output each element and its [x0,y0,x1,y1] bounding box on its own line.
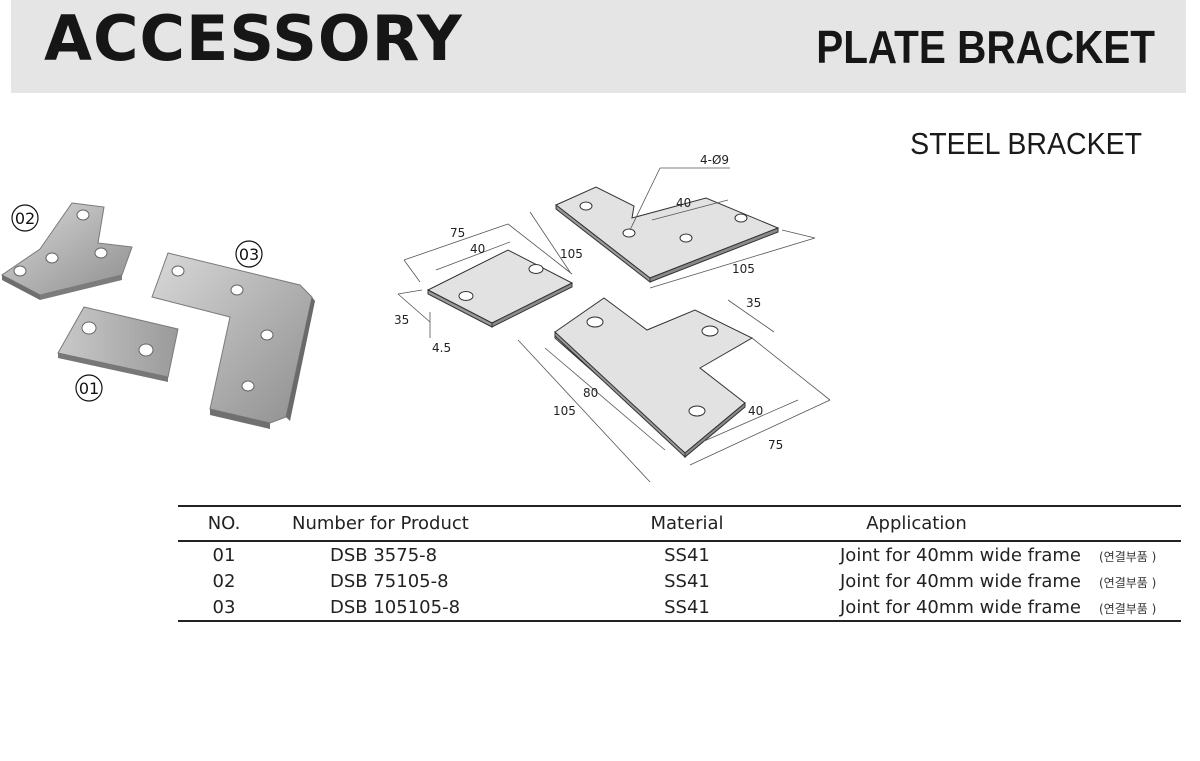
dim-a-75: 75 [450,226,465,240]
photo-label-01: 01 [79,379,99,398]
cell-no: 01 [212,544,236,566]
dim-c-80: 80 [583,386,598,400]
application-text: Joint for 40mm wide frame [840,570,1081,592]
application-text: Joint for 40mm wide frame [840,544,1081,566]
header-product: Number for Product [292,513,469,534]
dim-holes: 4-Ø9 [700,153,729,167]
table-header-row: NO. Number for Product Material Applicat… [178,506,1181,541]
photo-label-02: 02 [15,209,35,228]
table-row: 02 DSB 75105-8 SS41 Joint for 40mm wide … [178,568,1181,594]
dim-c-75: 75 [768,438,783,452]
header-no: NO. [207,513,241,534]
drawing-bracket-01 [426,249,574,328]
dim-c-35: 35 [746,296,761,310]
bracket-02 [1,202,133,300]
cell-application: Joint for 40mm wide frame (연결부품 ) [752,568,1181,594]
header-material: Material [650,513,724,534]
bracket-01 [57,306,179,382]
dim-b-105: 105 [732,262,755,276]
bracket-03 [151,252,315,429]
cell-application: Joint for 40mm wide frame (연결부품 ) [752,541,1181,568]
cell-product: DSB 75105-8 [330,570,449,592]
cell-no: 02 [212,570,236,592]
drawing-bracket-03 [554,297,754,459]
dim-b-40: 40 [676,196,691,210]
cell-product: DSB 3575-8 [330,544,438,566]
dim-a-35: 35 [394,313,409,327]
dim-a-40: 40 [470,242,485,256]
photo-label-03: 03 [239,245,259,264]
dim-c-105: 105 [553,404,576,418]
dimension-drawing: 4-Ø9 75 40 105 35 4.5 40 105 35 80 105 4… [394,153,831,483]
cell-no: 03 [212,596,236,618]
application-note: (연결부품 ) [1099,575,1157,590]
header-bar: ACCESSORY PLATE BRACKET [11,0,1186,93]
table-row: 01 DSB 3575-8 SS41 Joint for 40mm wide f… [178,541,1181,568]
dim-c-40: 40 [748,404,763,418]
product-table: NO. Number for Product Material Applicat… [178,505,1181,622]
dim-a-105: 105 [560,247,583,261]
cell-material: SS41 [664,570,710,592]
cell-product: DSB 105105-8 [330,596,461,618]
cell-material: SS41 [664,544,710,566]
header-application: Application [866,513,967,534]
dim-a-45: 4.5 [432,341,451,355]
bracket-photo: 02 03 01 [1,202,315,429]
category-title: ACCESSORY [44,2,463,75]
cell-material: SS41 [664,596,710,618]
application-note: (연결부품 ) [1099,549,1157,564]
cell-application: Joint for 40mm wide frame (연결부품 ) [752,594,1181,621]
application-text: Joint for 40mm wide frame [840,596,1081,618]
section-subtitle: STEEL BRACKET [910,126,1142,161]
product-title: PLATE BRACKET [816,21,1155,73]
table-row: 03 DSB 105105-8 SS41 Joint for 40mm wide… [178,594,1181,621]
drawing-bracket-02 [555,186,780,284]
application-note: (연결부품 ) [1099,601,1157,616]
